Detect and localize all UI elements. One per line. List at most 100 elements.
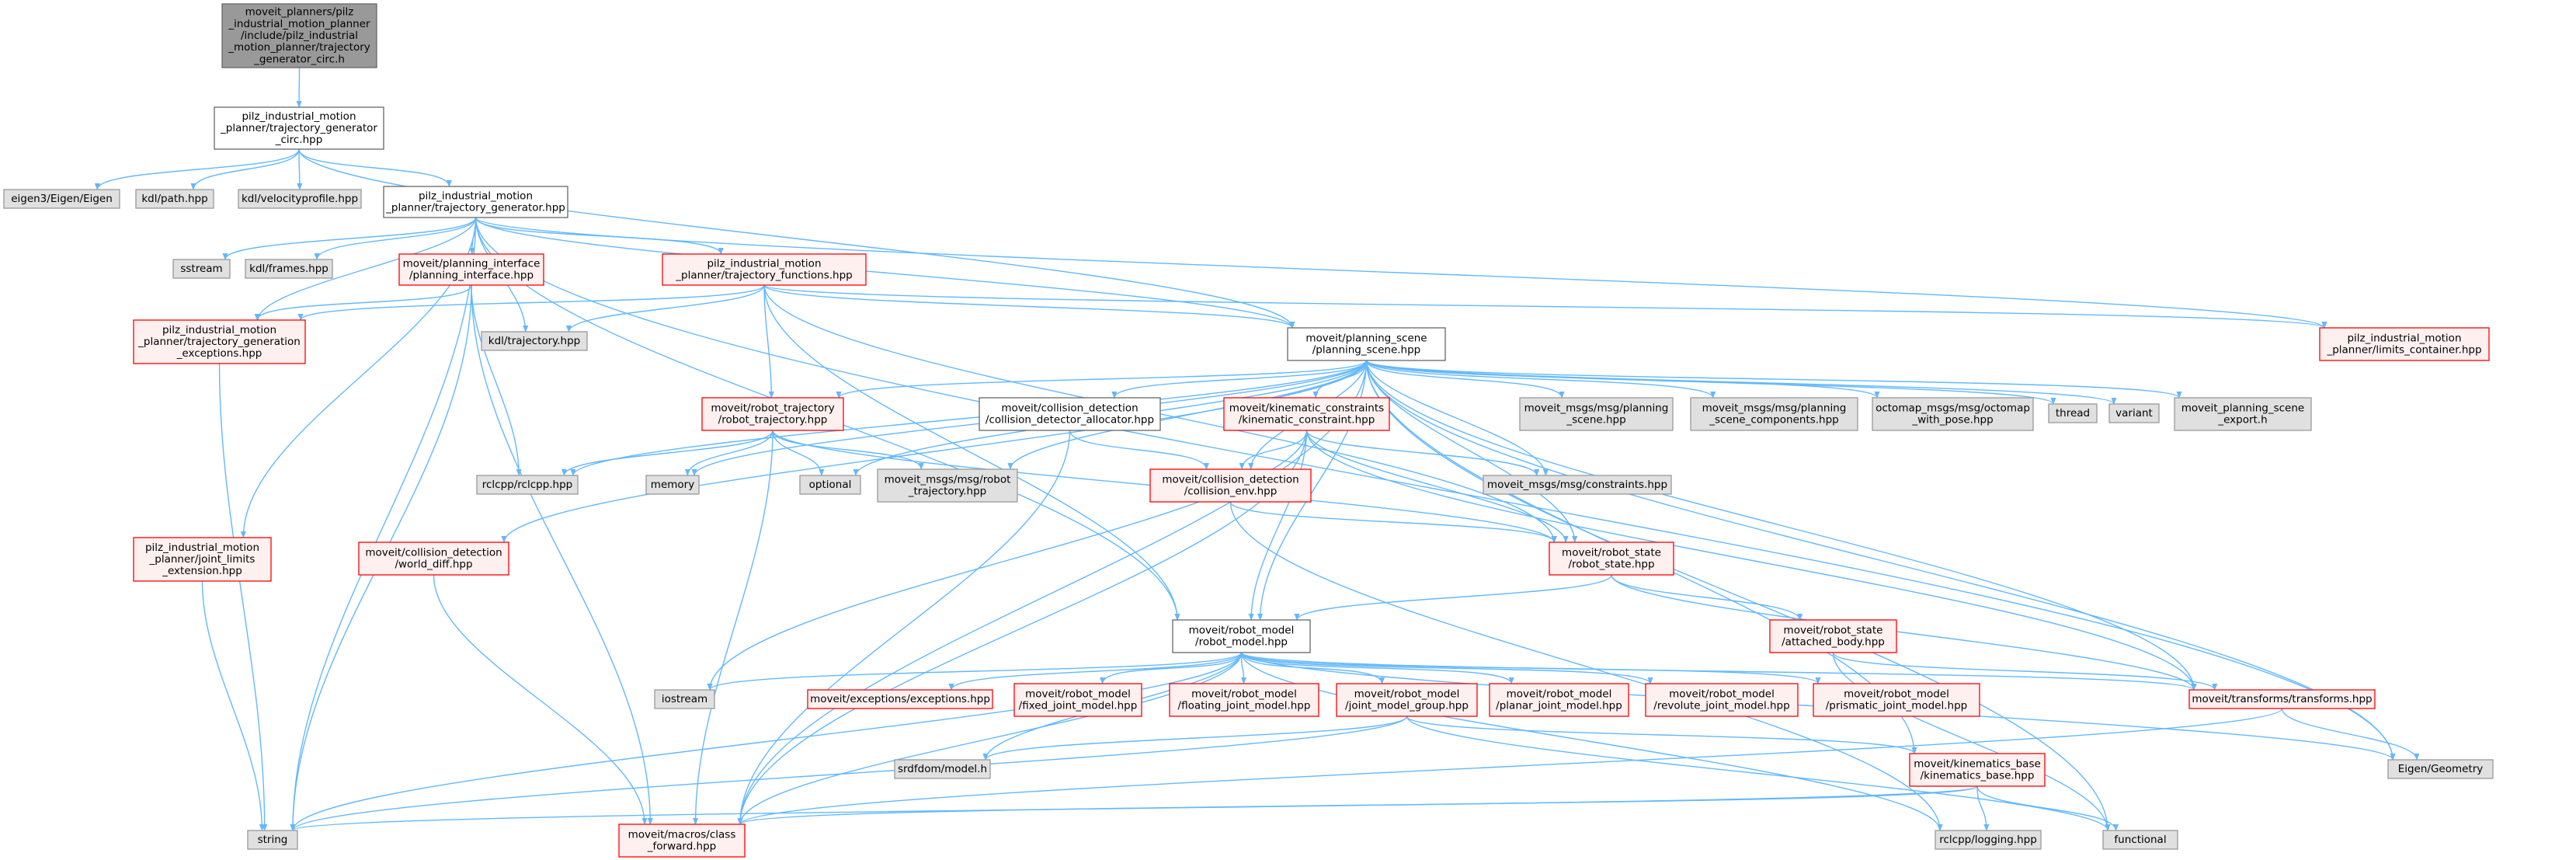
- edge-rmodel-to-string: [290, 652, 1243, 831]
- node-box: [1287, 327, 1446, 361]
- node-prisj[interactable]: moveit/robot_model/prismatic_joint_model…: [1813, 683, 1980, 717]
- edge-tg-to-sstream: [222, 217, 477, 260]
- node-box: [2102, 830, 2178, 850]
- node-label-line: moveit/robot_model: [1191, 688, 1297, 700]
- node-box: [238, 189, 362, 209]
- node-label-line: /robot_state.hpp: [1568, 559, 1654, 571]
- node-kinbase[interactable]: moveit/kinematics_base/kinematics_base.h…: [1909, 753, 2046, 787]
- node-box: [2048, 403, 2098, 423]
- node-box: [2174, 397, 2312, 431]
- node-box: [383, 186, 568, 218]
- node-label-line: moveit_msgs/msg/planning: [1524, 402, 1669, 414]
- node-rmodel[interactable]: moveit/robot_model/robot_model.hpp: [1172, 619, 1311, 653]
- node-revj[interactable]: moveit/robot_model/revolute_joint_model.…: [1645, 683, 1799, 717]
- edge-tfunc-to-tgexc: [297, 284, 765, 321]
- node-root[interactable]: moveit_planners/pilz_industrial_motion_p…: [221, 3, 377, 68]
- node-tfunc[interactable]: pilz_industrial_motion_planner/trajector…: [662, 253, 867, 286]
- edge-tfunc-to-pscene: [763, 284, 1295, 329]
- node-label-line: _industrial_motion_planner: [228, 18, 370, 30]
- node-box: [1149, 468, 1312, 503]
- node-label-line: /collision_detector_allocator.hpp: [986, 414, 1154, 427]
- node-fixedj[interactable]: moveit/robot_model/fixed_joint_model.hpp: [1013, 683, 1142, 717]
- edge-cdalloc-to-macros: [737, 430, 1071, 825]
- node-box: [3, 189, 120, 209]
- node-box: [358, 541, 509, 576]
- node-rtraj[interactable]: moveit/robot_trajectory/robot_trajectory…: [701, 397, 844, 431]
- node-label-line: pilz_industrial_motion: [2347, 332, 2461, 344]
- node-box: [2319, 327, 2490, 361]
- node-box: [1169, 683, 1319, 717]
- node-kinc[interactable]: moveit/kinematic_constraints/kinematic_c…: [1223, 397, 1390, 431]
- edge-pscene-to-cdalloc: [1111, 360, 1368, 399]
- node-label-line: /collision_env.hpp: [1184, 486, 1278, 498]
- node-label-line: /floating_joint_model.hpp: [1178, 700, 1311, 712]
- node-label-line: _forward.hpp: [647, 841, 717, 853]
- node-box: [1690, 397, 1858, 431]
- node-label-line: /robot_trajectory.hpp: [718, 414, 828, 427]
- node-limits[interactable]: pilz_industrial_motion_planner/limits_co…: [2319, 327, 2490, 361]
- node-box: [1549, 541, 1674, 576]
- node-pscene[interactable]: moveit/planning_scene/planning_scene.hpp: [1287, 327, 1446, 361]
- node-jlext[interactable]: pilz_industrial_motion_planner/joint_lim…: [133, 537, 272, 582]
- node-attbody[interactable]: moveit/robot_state/attached_body.hpp: [1769, 619, 1897, 653]
- node-planarj[interactable]: moveit/robot_model/planar_joint_model.hp…: [1489, 683, 1629, 717]
- node-box: [2387, 759, 2494, 779]
- node-label-line: _generator_circ.h: [253, 53, 345, 65]
- edge-rstate-to-attbody: [1611, 574, 1803, 621]
- node-label-line: moveit_msgs/msg/robot: [885, 473, 1011, 486]
- edge-rtraj-to-optional: [772, 430, 825, 476]
- node-tg[interactable]: pilz_industrial_motion_planner/trajector…: [383, 186, 568, 218]
- node-label-line: moveit/robot_state: [1784, 624, 1883, 636]
- edge-kinc-to-cenv: [1239, 430, 1308, 470]
- edge-wdiff-to-macros: [433, 574, 648, 825]
- edge-pscene-to-wdiff: [501, 360, 1368, 543]
- node-label-line: pilz_industrial_motion: [162, 324, 276, 336]
- node-functional: functional: [2102, 830, 2178, 850]
- edge-tg-to-limits: [475, 217, 2327, 329]
- edge-tg-to-string: [290, 217, 477, 831]
- node-floatj[interactable]: moveit/robot_model/floating_joint_model.…: [1169, 683, 1319, 717]
- node-label-line: _circ.hpp: [275, 134, 323, 146]
- node-label-line: string: [258, 834, 288, 846]
- node-wdiff[interactable]: moveit/collision_detection/world_diff.hp…: [358, 541, 509, 576]
- node-label-line: /joint_model_group.hpp: [1345, 700, 1469, 712]
- node-label-line: _export.h: [2217, 414, 2267, 427]
- edge-rtraj-to-memory: [684, 430, 773, 476]
- node-cdalloc[interactable]: moveit/collision_detection/collision_det…: [979, 397, 1161, 431]
- node-variant: variant: [2108, 403, 2160, 423]
- node-psexport: moveit_planning_scene_export.h: [2174, 397, 2312, 431]
- node-label-line: _planner/trajectory_generation: [137, 336, 301, 348]
- node-transforms[interactable]: moveit/transforms/transforms.hpp: [2188, 689, 2376, 709]
- node-label-line: /planar_joint_model.hpp: [1496, 700, 1622, 712]
- node-label-line: _with_pose.hpp: [1911, 414, 1993, 427]
- node-exceptions[interactable]: moveit/exceptions/exceptions.hpp: [807, 689, 993, 709]
- edge-rmodel-to-rcllog: [1240, 652, 1943, 831]
- node-box: [133, 537, 272, 582]
- node-label-line: /planning_interface.hpp: [409, 270, 534, 282]
- node-rstate[interactable]: moveit/robot_state/robot_state.hpp: [1549, 541, 1674, 576]
- node-label-line: functional: [2114, 834, 2166, 846]
- node-label-line: moveit/kinematics_base: [1914, 757, 2041, 770]
- node-label-line: moveit/collision_detection: [365, 546, 502, 559]
- node-tgcirc[interactable]: pilz_industrial_motion_planner/trajector…: [214, 106, 384, 150]
- node-box: [476, 475, 579, 495]
- node-label-line: _scene_components.hpp: [1709, 414, 1839, 427]
- node-msgcons: moveit_msgs/msg/constraints.hpp: [1483, 475, 1672, 495]
- node-box: [245, 259, 333, 279]
- node-macros[interactable]: moveit/macros/class_forward.hpp: [618, 823, 746, 858]
- node-label-line: sstream: [180, 263, 222, 275]
- edge-jmg-to-string: [290, 716, 1408, 831]
- node-jmg[interactable]: moveit/robot_model/joint_model_group.hpp: [1336, 683, 1478, 717]
- edge-pscene-to-msgps: [1365, 360, 1565, 399]
- node-cenv[interactable]: moveit/collision_detection/collision_env…: [1149, 468, 1312, 503]
- edge-tgcirc-to-kdlvel: [297, 148, 303, 190]
- edge-rtraj-to-rclcpp: [561, 430, 773, 476]
- node-box: [1872, 397, 2034, 431]
- node-label-line: eigen3/Eigen/Eigen: [11, 193, 113, 205]
- node-planif[interactable]: moveit/planning_interface/planning_inter…: [398, 253, 544, 286]
- node-tgexc[interactable]: pilz_industrial_motion_planner/trajector…: [133, 319, 306, 364]
- edge-cenv-to-rstate: [1229, 501, 1557, 543]
- edge-cenv-to-rcllog: [1229, 501, 1943, 831]
- node-box: [1483, 475, 1672, 495]
- node-label-line: _planner/joint_limits: [149, 553, 256, 566]
